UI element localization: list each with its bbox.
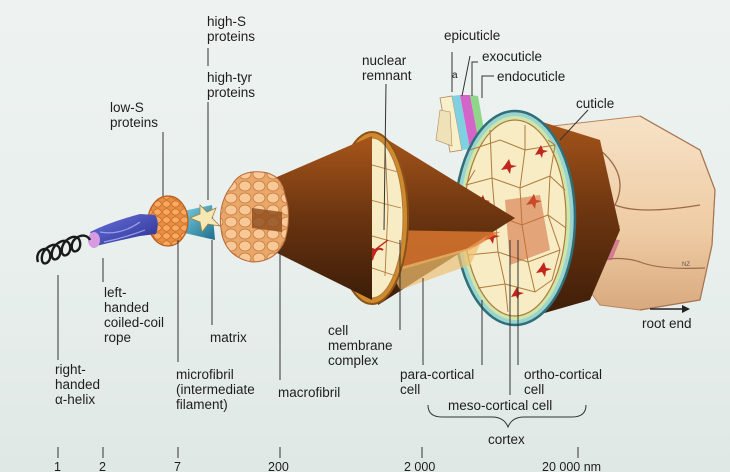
macrofibril-section — [220, 172, 288, 262]
scale-tick-1: 1 — [54, 460, 61, 472]
label-meso-cortical-cell: meso-cortical cell — [448, 398, 552, 413]
label-exocuticle: exocuticle — [482, 49, 542, 64]
scale-tick-20000nm: 20 000 nm — [542, 460, 601, 472]
label-endocuticle: endocuticle — [497, 69, 565, 84]
label-cuticle: cuticle — [576, 96, 614, 111]
scale-tick-2: 2 — [99, 460, 106, 472]
label-root-end: root end — [642, 316, 692, 331]
label-matrix: matrix — [210, 330, 247, 345]
alpha-helix — [37, 236, 90, 264]
microfibril-section — [148, 196, 220, 246]
label-cortex: cortex — [488, 432, 525, 447]
artist-signature: NZ — [682, 262, 690, 269]
label-a: a — [452, 68, 458, 83]
coiled-coil-rope — [88, 214, 158, 248]
label-epicuticle: epicuticle — [444, 28, 500, 43]
label-macrofibril: macrofibril — [278, 385, 340, 400]
scale-tick-2000: 2 000 — [404, 460, 435, 472]
scale-tick-200: 200 — [268, 460, 289, 472]
scale-tick-marks — [58, 447, 578, 458]
scale-tick-7: 7 — [174, 460, 181, 472]
